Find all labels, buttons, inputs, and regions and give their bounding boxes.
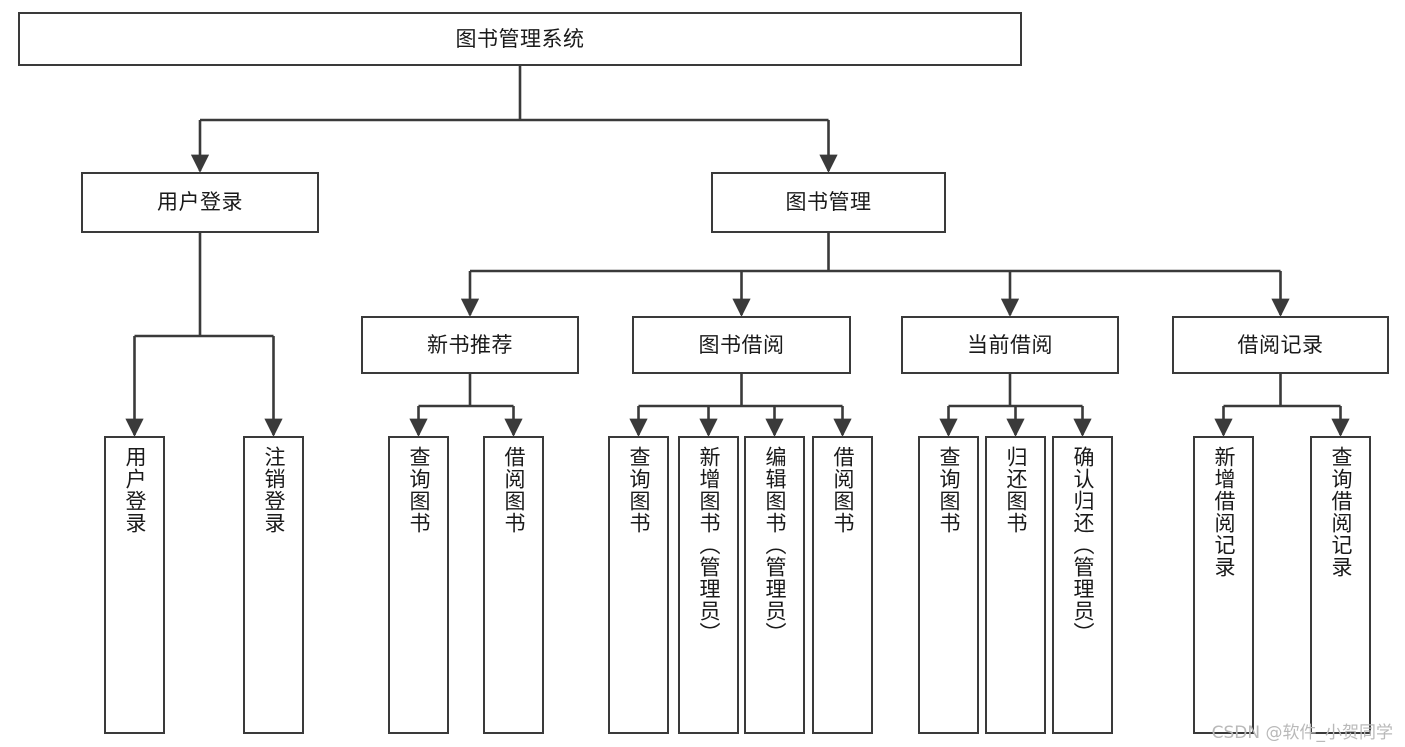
leaf-logout-label: 注销登录: [262, 446, 286, 534]
node-current-borrow[interactable]: 当前借阅: [901, 316, 1119, 374]
leaf-confirm-return-label: 确认归还（管理员）: [1071, 446, 1095, 644]
leaf-edit-book[interactable]: 编辑图书（管理员）: [744, 436, 805, 734]
node-book-borrow[interactable]: 图书借阅: [632, 316, 851, 374]
node-borrow-record-label: 借阅记录: [1237, 332, 1324, 357]
node-current-borrow-label: 当前借阅: [967, 332, 1053, 357]
node-user-login-label: 用户登录: [157, 190, 243, 215]
node-user-login[interactable]: 用户登录: [81, 172, 319, 233]
node-book-borrow-label: 图书借阅: [698, 332, 785, 357]
node-root-label: 图书管理系统: [455, 26, 585, 51]
leaf-user-login[interactable]: 用户登录: [104, 436, 165, 734]
leaf-query-book-2-label: 查询图书: [627, 446, 651, 534]
leaf-return-book-label: 归还图书: [1004, 446, 1028, 534]
leaf-borrow-book-2[interactable]: 借阅图书: [812, 436, 873, 734]
leaf-query-book-1-label: 查询图书: [407, 446, 431, 534]
leaf-borrow-book-1[interactable]: 借阅图书: [483, 436, 544, 734]
edges-group: [125, 66, 1350, 437]
leaf-add-borrow-record[interactable]: 新增借阅记录: [1193, 436, 1254, 734]
leaf-borrow-book-2-label: 借阅图书: [831, 446, 855, 534]
node-borrow-record[interactable]: 借阅记录: [1172, 316, 1389, 374]
node-book-management[interactable]: 图书管理: [711, 172, 946, 233]
leaf-user-login-label: 用户登录: [123, 446, 147, 534]
csdn-watermark: CSDN @软件_小贺同学: [1211, 723, 1393, 743]
node-new-book-recommend[interactable]: 新书推荐: [361, 316, 579, 374]
leaf-query-borrow-record[interactable]: 查询借阅记录: [1310, 436, 1371, 734]
leaf-query-book-1[interactable]: 查询图书: [388, 436, 449, 734]
leaf-query-borrow-record-label: 查询借阅记录: [1329, 446, 1353, 578]
leaf-query-book-3[interactable]: 查询图书: [918, 436, 979, 734]
node-root[interactable]: 图书管理系统: [18, 12, 1022, 66]
leaf-query-book-2[interactable]: 查询图书: [608, 436, 669, 734]
leaf-add-book[interactable]: 新增图书（管理员）: [678, 436, 739, 734]
leaf-query-book-3-label: 查询图书: [937, 446, 961, 534]
leaf-borrow-book-1-label: 借阅图书: [502, 446, 526, 534]
leaf-add-borrow-record-label: 新增借阅记录: [1212, 446, 1236, 578]
leaf-confirm-return[interactable]: 确认归还（管理员）: [1052, 436, 1113, 734]
node-new-book-recommend-label: 新书推荐: [427, 332, 513, 357]
leaf-edit-book-label: 编辑图书（管理员）: [763, 446, 787, 644]
leaf-return-book[interactable]: 归还图书: [985, 436, 1046, 734]
leaf-add-book-label: 新增图书（管理员）: [697, 446, 721, 644]
leaf-logout[interactable]: 注销登录: [243, 436, 304, 734]
node-book-management-label: 图书管理: [785, 190, 872, 215]
